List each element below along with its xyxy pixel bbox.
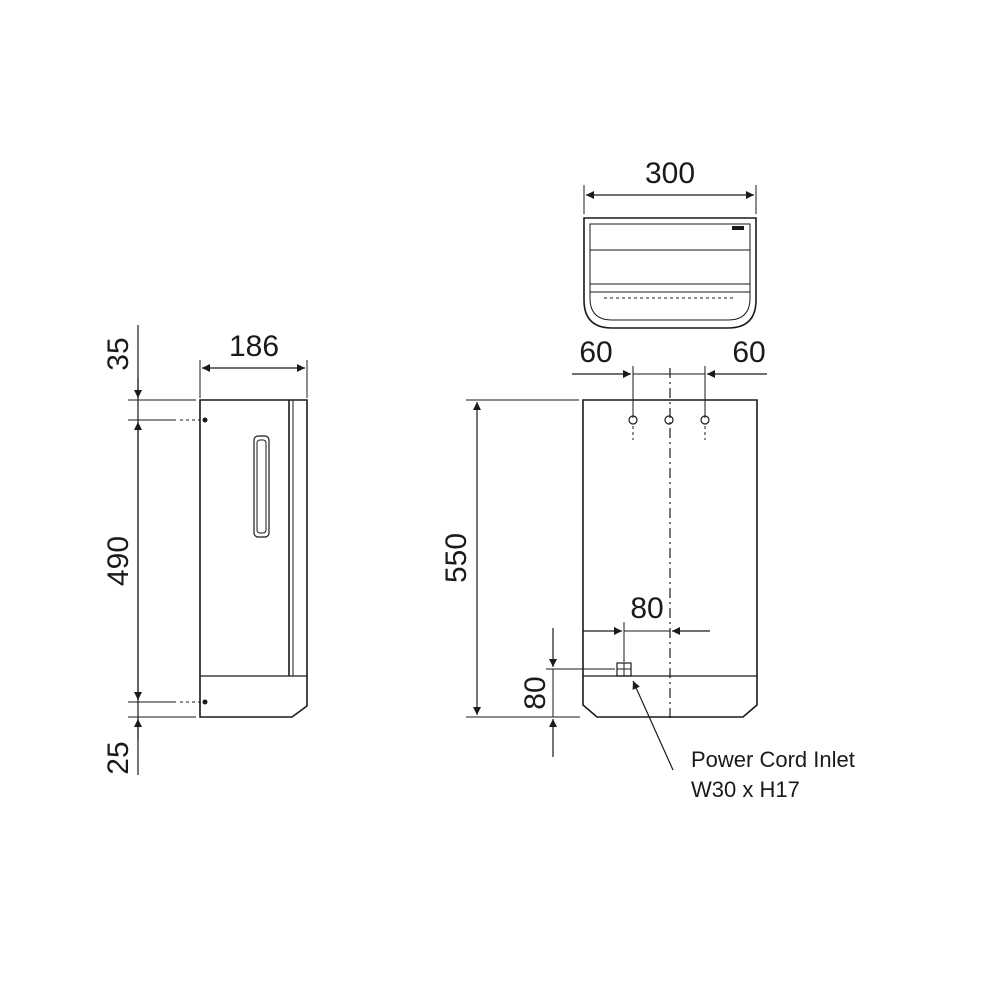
- top-view-body: [583, 217, 757, 329]
- dim-hole-spacing: 60 60: [572, 336, 767, 418]
- dim-top-width-label: 300: [645, 157, 695, 190]
- front-view-body: [582, 399, 758, 718]
- dim-inlet-height: 80: [519, 628, 615, 757]
- dim-side-top-offset-label: 35: [102, 337, 135, 370]
- side-view-window-inner: [256, 439, 267, 534]
- dim-hole-spacing-right-label: 60: [732, 336, 765, 369]
- dim-inlet-offset: 80: [583, 592, 710, 662]
- top-view-logo-mark: [732, 226, 744, 230]
- side-view: [180, 399, 308, 718]
- dim-hole-spacing-left-label: 60: [579, 336, 612, 369]
- power-cord-leader: [632, 680, 674, 771]
- dim-front-height: 550: [440, 399, 579, 718]
- front-view: [582, 368, 758, 720]
- dim-side-width: 186: [199, 330, 308, 398]
- side-view-window: [253, 435, 270, 538]
- top-view: [583, 217, 757, 329]
- dim-front-height-label: 550: [440, 533, 473, 583]
- dim-inlet-height-label: 80: [519, 676, 552, 709]
- side-mount-top-dot: [202, 417, 208, 423]
- side-mount-bottom-dot: [202, 699, 208, 705]
- power-cord-note-line2: W30 x H17: [691, 777, 800, 802]
- dim-top-width: 300: [583, 157, 757, 214]
- power-inlet-cross: [617, 663, 631, 676]
- mount-hole-center: [664, 415, 674, 425]
- top-view-inner: [589, 223, 751, 321]
- dim-side-height-label: 490: [102, 536, 135, 586]
- power-cord-note-line1: Power Cord Inlet: [691, 747, 855, 772]
- dim-side-width-label: 186: [229, 330, 279, 363]
- dim-inlet-offset-label: 80: [630, 592, 663, 625]
- dim-side-vertical: 35 490 25: [102, 325, 196, 775]
- dim-side-bottom-offset-label: 25: [102, 741, 135, 774]
